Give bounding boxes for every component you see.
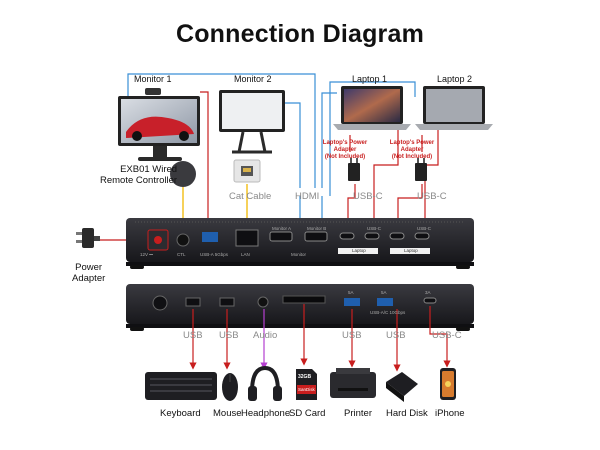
remote-label: EXB01 Wired Remote Controller: [100, 164, 177, 186]
cat-cable-label: Cat Cable: [229, 191, 272, 202]
headphone-icon: [248, 365, 282, 401]
power-line1: Power: [75, 262, 103, 273]
power-adapter-icon: [76, 228, 100, 248]
usb4-label: USB: [386, 330, 406, 341]
port-usbc2-label: USB-C: [417, 226, 432, 231]
harddisk-label: Hard Disk: [386, 408, 428, 419]
dock-rear-panel: [126, 218, 474, 269]
laptop2-usbc-cable: [424, 120, 439, 228]
monitor1-cable: [127, 73, 316, 188]
note-line2: Adapter: [333, 147, 357, 153]
power-adapter-label: Power Adapter: [72, 262, 105, 284]
note-line3: (Not Included): [391, 154, 433, 160]
audio-label: Audio: [253, 330, 278, 341]
laptop1-image: [333, 86, 411, 130]
port-ctl-label: CTL: [177, 252, 186, 257]
sdcard-icon: [296, 369, 317, 400]
note-line2: Adapter: [400, 147, 424, 153]
note-line3: (Not Included): [324, 154, 366, 160]
note-line1: Laptop's Power: [322, 140, 368, 146]
sdcard-label: SD Card: [289, 408, 326, 419]
usb1-label: USB: [183, 330, 203, 341]
usbc2-label: USB-C: [417, 191, 447, 202]
front-port-p2: 5A: [381, 290, 387, 295]
port-usb-a-label: USB-A 5Gbps: [200, 252, 229, 257]
printer-label: Printer: [344, 408, 372, 419]
port-laptop2-label: Laptop: [404, 248, 418, 253]
remote-line2: Remote Controller: [100, 175, 178, 186]
front-port-p1: 5A: [348, 290, 354, 295]
port-monitor-a-label: Monitor A: [272, 226, 292, 231]
monitor1-label: Monitor 1: [134, 74, 172, 84]
monitor2-image: [219, 90, 285, 154]
sdcard-brand: SanDisk: [298, 387, 315, 392]
printer-icon: [330, 368, 376, 398]
dock-front-panel: [126, 284, 474, 331]
sdcard-capacity: 32GB: [298, 374, 312, 380]
remote-line1: EXB01 Wired: [120, 164, 178, 175]
keyboard-label: Keyboard: [160, 408, 201, 419]
usbc1-label: USB-C: [353, 191, 383, 202]
monitor1-image: [118, 88, 200, 161]
laptop2-image: [415, 86, 493, 130]
front-port-usb-ac: USB-A/C 10Gbps: [370, 310, 406, 315]
power-line2: Adapter: [72, 273, 106, 284]
usb2-label: USB: [219, 330, 239, 341]
port-lan-label: LAN: [241, 252, 250, 257]
port-monitor-label: Monitor: [291, 252, 307, 257]
laptop1-adapter-note: Laptop's Power Adapter (Not Included): [313, 140, 377, 161]
laptop2-adapter-icon: [415, 163, 427, 181]
usb3-label: USB: [342, 330, 362, 341]
mouse-icon: [222, 373, 238, 401]
iphone-cable: [429, 306, 451, 368]
front-port-p3: 3A: [425, 290, 431, 295]
laptop2-label: Laptop 2: [437, 74, 473, 84]
monitor1-usb-cable: [200, 91, 209, 227]
laptop1-blue-cable: [321, 92, 337, 188]
keyboard-icon: [145, 372, 217, 400]
port-laptop1-label: Laptop: [352, 248, 366, 253]
remote-controller-icon: [170, 161, 196, 187]
mouse-label: Mouse: [213, 408, 242, 419]
iphone-label: iPhone: [435, 408, 465, 419]
port-dc-label: 12V ⎓: [140, 252, 153, 257]
laptop1-label: Laptop 1: [352, 74, 388, 84]
laptop2-blue-cable: [329, 81, 416, 196]
headphone-label: Headphone: [241, 408, 291, 419]
port-monitor-b-label: Monitor B: [307, 226, 327, 231]
harddisk-icon: [386, 372, 418, 402]
hdmi-label: HDMI: [295, 191, 320, 202]
monitor2-cable: [283, 102, 301, 188]
port-usbc1-label: USB-C: [367, 226, 382, 231]
laptop1-usbc-cable: [373, 108, 399, 228]
cat-cable-icon: [233, 159, 261, 183]
laptop1-adapter-icon: [348, 163, 360, 181]
note-line1: Laptop's Power: [389, 140, 435, 146]
page-title: Connection Diagram: [175, 20, 425, 48]
laptop2-adapter-note: Laptop's Power Adapter (Not Included): [380, 140, 444, 161]
monitor2-label: Monitor 2: [234, 74, 272, 84]
iphone-icon: [440, 368, 456, 400]
usbc-label: USB-C: [432, 330, 462, 341]
